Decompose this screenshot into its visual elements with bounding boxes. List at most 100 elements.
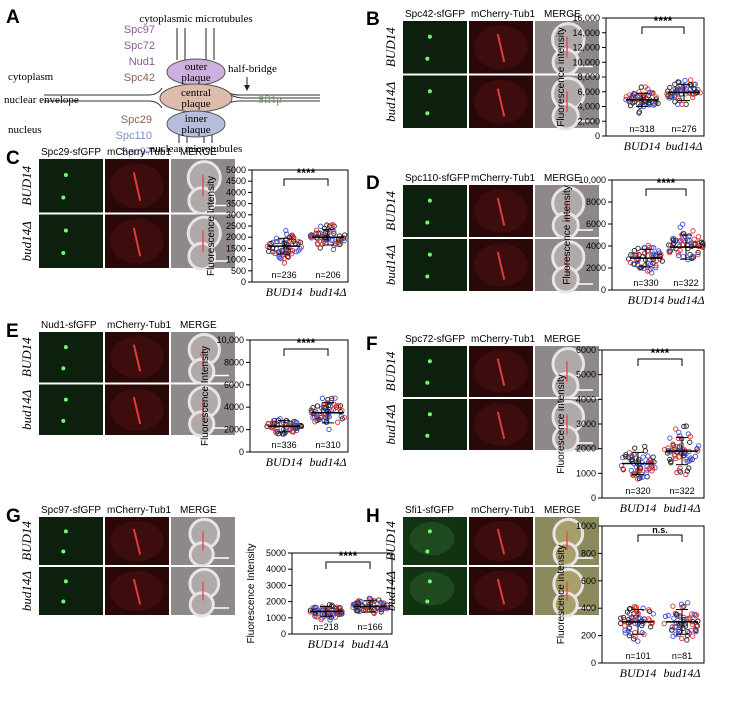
data-point (316, 416, 322, 423)
data-point (653, 263, 659, 269)
data-point (631, 247, 637, 254)
y-tick-label: 6000 (576, 345, 596, 355)
data-point (686, 233, 692, 239)
spb-dot (425, 220, 430, 225)
spb-dot (63, 228, 68, 233)
data-point (358, 598, 364, 605)
spb-dot (63, 579, 68, 584)
gfp-image (39, 214, 103, 268)
tub-channel-label: mCherry-Tub1 (107, 320, 172, 331)
spb-dot (425, 599, 430, 604)
data-point (698, 239, 705, 245)
y-tick-label: 4,000 (577, 102, 600, 112)
merge-channel-label: MERGE (544, 173, 581, 184)
merge-channel-label: MERGE (544, 334, 581, 345)
data-point (690, 228, 696, 234)
n-label: n=81 (672, 651, 692, 661)
data-point (326, 602, 333, 608)
y-tick-label: 1000 (266, 613, 286, 623)
row-label-bud14: BUD14 (19, 337, 34, 377)
data-point (684, 637, 690, 643)
protein-spc97-outer: Spc97 (124, 24, 155, 36)
y-axis-label: Fluorescence intensity (556, 545, 567, 645)
plot-frame (601, 349, 705, 499)
data-point (691, 236, 697, 242)
data-point (666, 242, 672, 248)
data-point (324, 419, 330, 425)
data-point (650, 90, 656, 96)
data-point (627, 259, 634, 266)
data-point (620, 454, 626, 461)
y-tick-label: 1000 (576, 521, 596, 531)
data-point (687, 86, 693, 93)
data-point (679, 101, 685, 107)
data-point (285, 254, 292, 260)
data-point (674, 101, 681, 107)
y-tick-label: 600 (581, 576, 596, 586)
data-point (315, 415, 321, 422)
data-point (678, 238, 684, 244)
significance-label: **** (657, 176, 676, 190)
spindle (496, 88, 506, 117)
data-point (280, 247, 286, 253)
spb-dot (61, 366, 66, 371)
x-label-bud14: BUD14 (266, 285, 303, 299)
data-point (680, 221, 686, 227)
n-label: n=218 (313, 622, 338, 632)
n-label: n=276 (671, 124, 696, 134)
data-point (368, 597, 375, 603)
data-point (636, 109, 643, 115)
y-tick-label: 0 (239, 447, 244, 457)
data-point (680, 253, 686, 260)
x-label-bud14: BUD14 (620, 501, 657, 515)
data-point (677, 224, 683, 230)
data-point (648, 624, 654, 630)
data-point (330, 406, 337, 412)
cell-bud (551, 265, 580, 294)
cell-bud (188, 541, 215, 568)
data-point (333, 607, 339, 613)
data-point (281, 260, 288, 266)
significance-bracket (637, 534, 683, 542)
spb-dot (427, 579, 432, 584)
gfp-channel-label: Spc72-sfGFP (405, 334, 465, 345)
data-point (318, 607, 324, 613)
y-tick-label: 6000 (586, 219, 606, 229)
tub-channel-label: mCherry-Tub1 (471, 9, 536, 20)
n-label: n=320 (625, 486, 650, 496)
data-point (671, 444, 677, 450)
data-point (642, 443, 648, 450)
data-point (341, 414, 347, 421)
y-tick-label: 4000 (576, 394, 596, 404)
x-label-bud14: BUD14 (620, 666, 657, 680)
data-point (269, 420, 276, 426)
data-point (686, 630, 692, 636)
cytoplasmic-microtubules-label: cytoplasmic microtubules (139, 13, 252, 25)
y-axis-label: Fluorescence Intensity (246, 543, 257, 643)
data-point (662, 613, 669, 620)
data-point (659, 258, 665, 264)
data-point (638, 84, 644, 90)
merge-channel-label: MERGE (180, 147, 217, 158)
data-point (274, 238, 280, 245)
cell-bud (188, 591, 215, 618)
data-point (672, 99, 678, 105)
data-point (623, 454, 629, 460)
plot-frame (291, 552, 393, 635)
spindle (132, 227, 142, 257)
cell-bud (551, 102, 580, 131)
row-label-bud14-delta: bud14Δ (383, 81, 398, 122)
spindle (132, 528, 142, 555)
data-point (676, 429, 682, 436)
n-label: n=310 (315, 440, 340, 450)
y-tick-label: 2000 (266, 597, 286, 607)
data-point (689, 456, 695, 463)
data-point (355, 600, 361, 606)
data-point (689, 253, 696, 259)
data-point (650, 611, 656, 617)
tub-channel-label: mCherry-Tub1 (471, 173, 536, 184)
spb-dot (61, 599, 66, 604)
data-point (635, 245, 641, 252)
